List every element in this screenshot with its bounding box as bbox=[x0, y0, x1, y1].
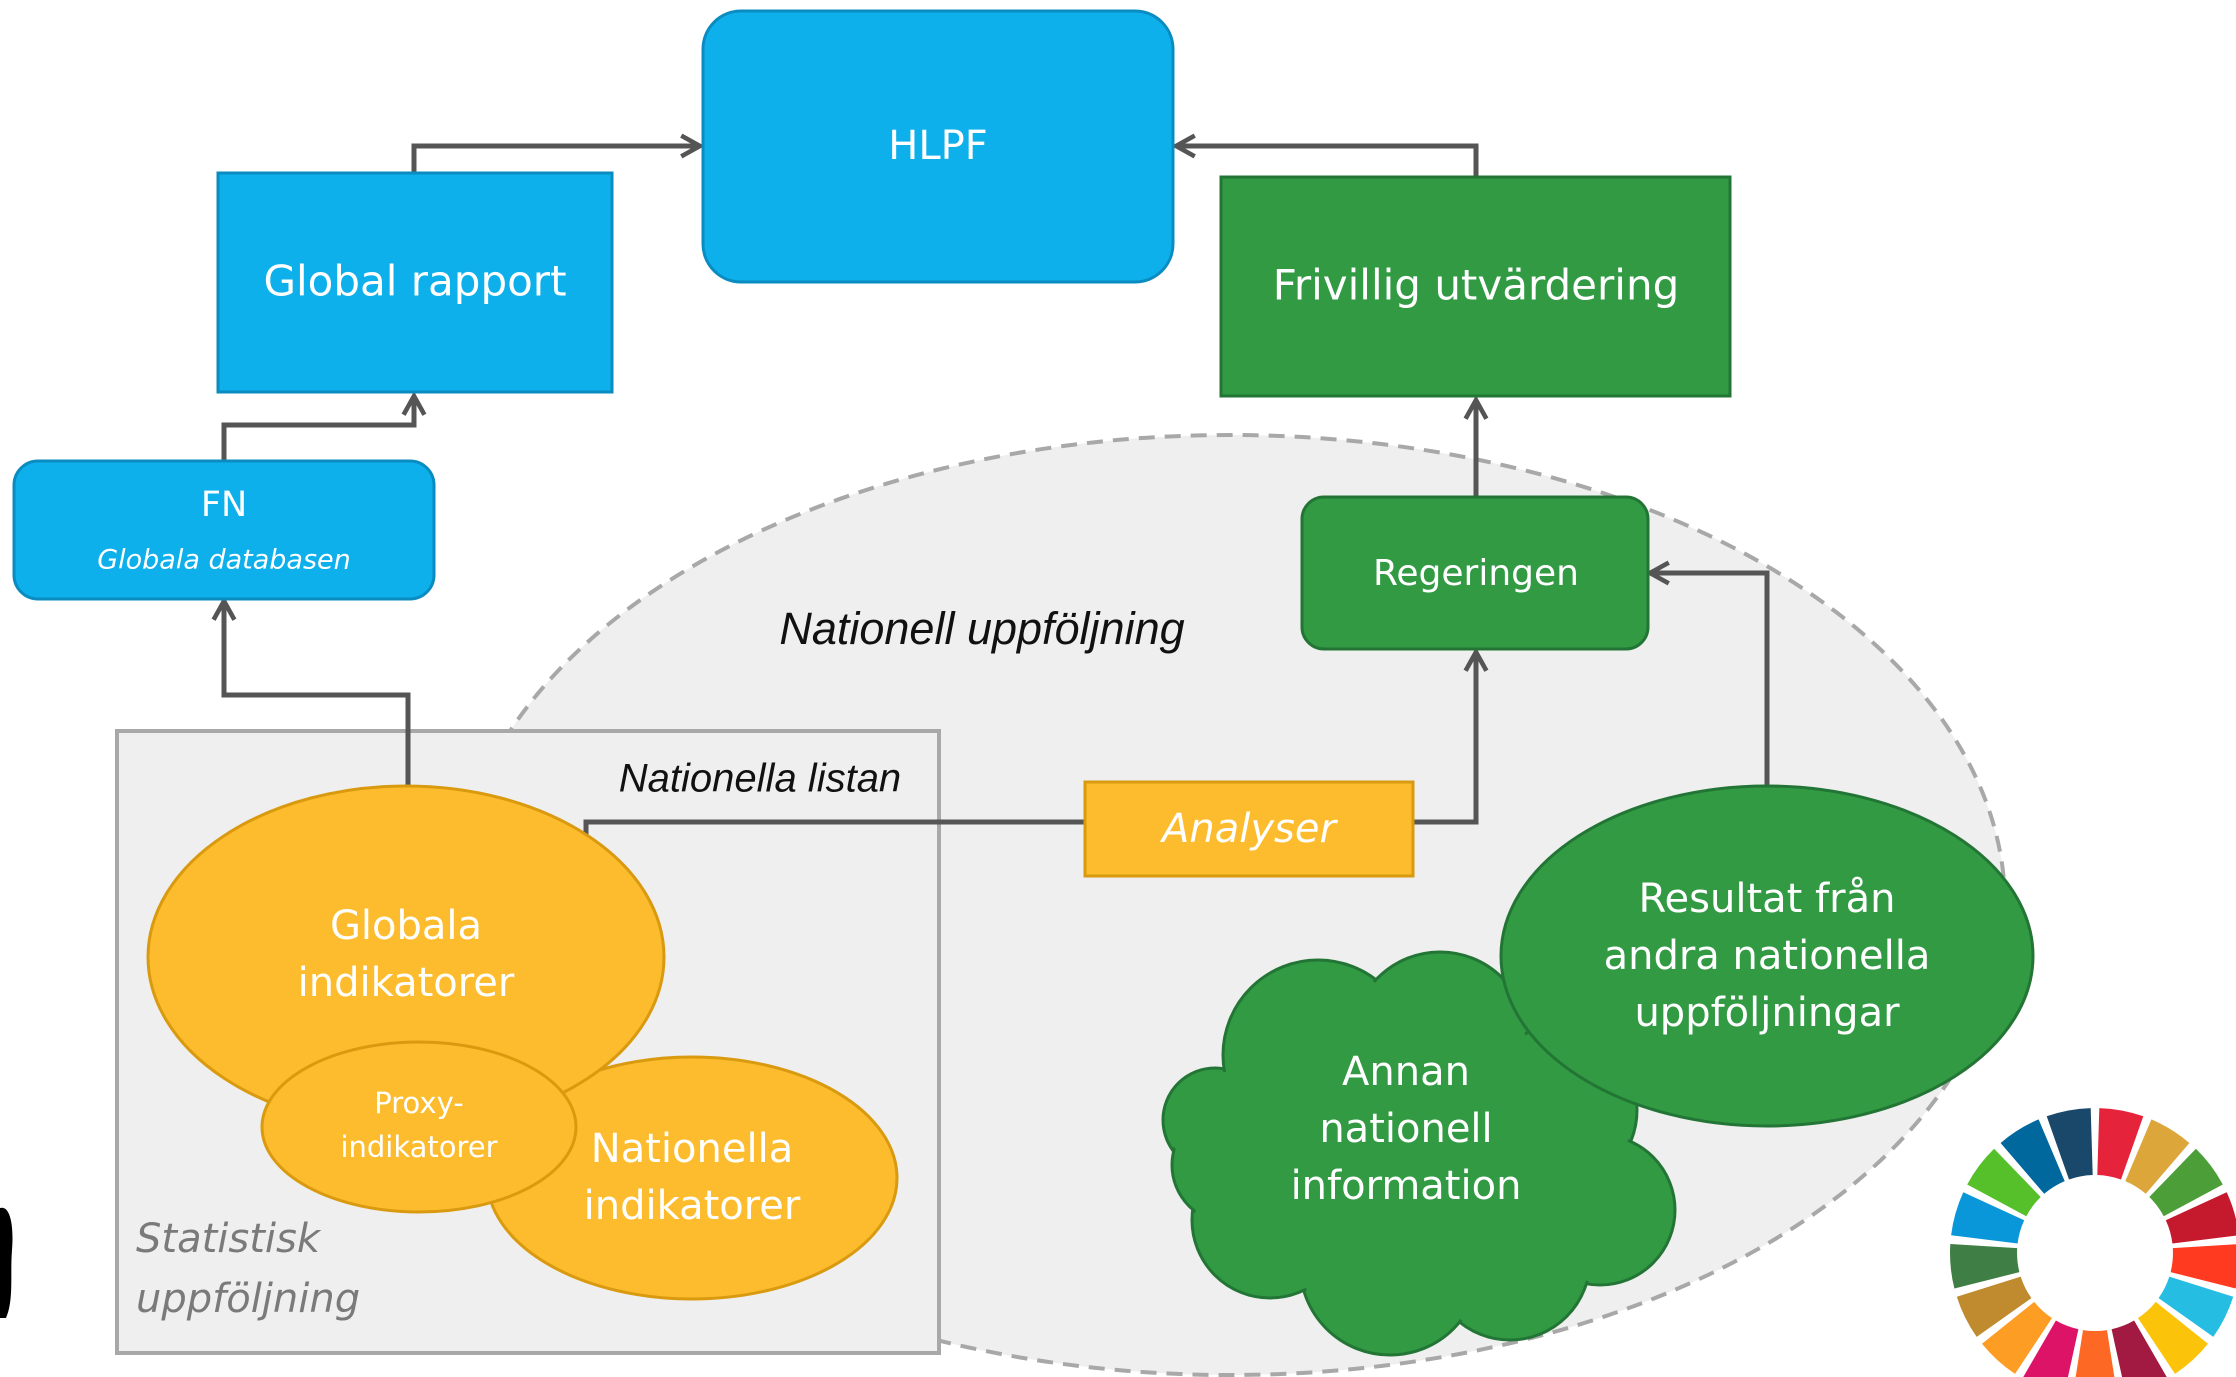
arrow-fn-to-global bbox=[221, 396, 414, 461]
analyser-label: Analyser bbox=[1159, 806, 1338, 852]
sdg-wheel-segment bbox=[2125, 1119, 2190, 1194]
nationell-uppfoljning-label: Nationell uppföljning bbox=[779, 603, 1184, 654]
sdg-wheel-segment bbox=[1950, 1244, 2020, 1289]
global-rapport-node: Global rapport bbox=[216, 171, 614, 394]
sdg-wheel-segment bbox=[2000, 1119, 2065, 1194]
sdg-wheel-segment bbox=[2158, 1276, 2234, 1337]
nationella-listan-label: Nationella listan bbox=[619, 757, 901, 801]
globala-indikatorer-line2: indikatorer bbox=[298, 960, 515, 1006]
sdg-wheel-segment bbox=[2023, 1320, 2079, 1377]
arrow-globala-to-fn bbox=[224, 601, 411, 788]
proxy-indikatorer-line2: indikatorer bbox=[340, 1130, 497, 1164]
sdg-wheel-segment bbox=[2138, 1301, 2208, 1374]
resultat-line3: uppföljningar bbox=[1634, 990, 1900, 1036]
annan-line2: nationell bbox=[1319, 1106, 1492, 1152]
arrow-frivillig-to-hlpf bbox=[1176, 146, 1479, 177]
fn-subtitle: Globala databasen bbox=[97, 545, 351, 576]
analyser-node: Analyser bbox=[1083, 780, 1415, 878]
regeringen-node: Regeringen bbox=[1300, 495, 1650, 651]
resultat-node: Resultat från andra nationella uppföljni… bbox=[1499, 784, 2035, 1128]
line-globala-to-analyser bbox=[583, 819, 1085, 836]
frivillig-utvardering-node: Frivillig utvärdering bbox=[1219, 175, 1732, 398]
regeringen-label: Regeringen bbox=[1373, 553, 1579, 594]
sdg-wheel-segment bbox=[2170, 1244, 2236, 1289]
annan-line3: information bbox=[1291, 1163, 1522, 1209]
sdg-wheel-segment bbox=[2097, 1108, 2144, 1180]
annan-nationell-information-node: Annan nationell information bbox=[1161, 950, 1677, 1357]
nationella-indikatorer-line2: indikatorer bbox=[584, 1183, 801, 1229]
sdg-wheel-segment bbox=[1982, 1301, 2052, 1374]
fn-node: FN Globala databasen bbox=[12, 459, 436, 601]
hlpf-node: HLPF bbox=[701, 9, 1175, 284]
annan-line1: Annan bbox=[1342, 1049, 1470, 1095]
edge-artifact bbox=[0, 1207, 13, 1318]
sdg-wheel-segment bbox=[1967, 1148, 2041, 1217]
sdg-wheel-segment bbox=[1956, 1276, 2032, 1337]
sdg-wheel-segment bbox=[2149, 1148, 2223, 1217]
sdg-wheel-segment bbox=[2046, 1108, 2093, 1180]
sdg-color-wheel-icon bbox=[1950, 1108, 2236, 1377]
resultat-line1: Resultat från bbox=[1639, 876, 1896, 922]
fn-title: FN bbox=[201, 485, 247, 525]
sdg-wheel-segment bbox=[2075, 1330, 2115, 1377]
nationella-indikatorer-node: Nationella indikatorer bbox=[485, 1055, 899, 1301]
sdg-wheel-segment bbox=[2111, 1320, 2167, 1377]
proxy-indikatorer-line1: Proxy- bbox=[374, 1086, 463, 1120]
proxy-indikatorer-node: Proxy- indikatorer bbox=[260, 1040, 578, 1214]
globala-indikatorer-line1: Globala bbox=[330, 903, 482, 949]
sdg-wheel-segment bbox=[2165, 1192, 2236, 1244]
arrow-global-to-hlpf bbox=[411, 146, 700, 173]
frivillig-utvardering-label: Frivillig utvärdering bbox=[1273, 261, 1680, 310]
global-rapport-label: Global rapport bbox=[263, 257, 566, 306]
statistisk-uppfoljning-line1: Statistisk bbox=[136, 1216, 322, 1262]
hlpf-label: HLPF bbox=[888, 123, 988, 169]
sdg-wheel-segment bbox=[1951, 1192, 2025, 1244]
nationella-indikatorer-line1: Nationella bbox=[591, 1126, 793, 1172]
arrow-analyser-to-regeringen bbox=[1413, 652, 1476, 825]
globala-indikatorer-node: Globala indikatorer bbox=[146, 784, 666, 1130]
resultat-line2: andra nationella bbox=[1604, 933, 1931, 979]
arrow-resultat-to-regeringen bbox=[1650, 573, 1770, 787]
statistisk-uppfoljning-line2: uppföljning bbox=[136, 1276, 360, 1322]
